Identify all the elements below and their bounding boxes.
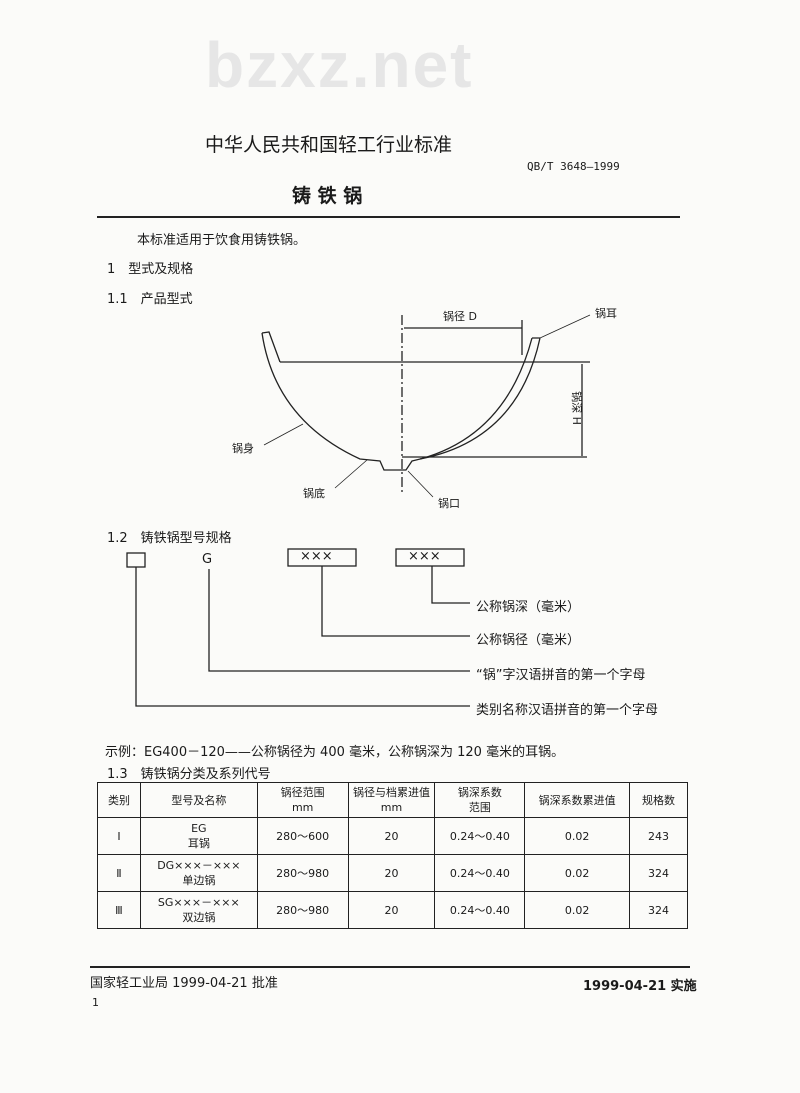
table-cell: 324 (629, 891, 688, 929)
model-code-diagram (126, 548, 470, 707)
label-body: 锅身 (232, 442, 254, 455)
table-cell: 0.02 (524, 817, 631, 855)
section-1-2-heading: 1.2 铸铁锅型号规格 (107, 531, 232, 546)
section-1-1-heading: 1.1 产品型式 (107, 292, 193, 307)
code-letter-g: G (202, 552, 213, 567)
code-depth-box: ××× (408, 549, 441, 564)
column-header: 锅径与档累进值 mm (347, 782, 436, 818)
table-cell: 0.02 (524, 891, 631, 929)
table-cell: 0.24～0.40 (434, 891, 526, 929)
standard-header: 中华人民共和国轻工行业标准 (205, 134, 453, 156)
column-header: 锅径范围 mm (256, 782, 349, 818)
table-cell: Ⅰ (97, 817, 141, 855)
label-bottom: 锅底 (303, 487, 325, 500)
intro-text: 本标准适用于饮食用铸铁锅。 (137, 233, 307, 248)
section-1-3-heading: 1.3 铸铁锅分类及系列代号 (107, 767, 271, 782)
table-cell: 243 (629, 817, 688, 855)
table-cell: 20 (347, 854, 436, 892)
legend-pot-letter: “锅”字汉语拼音的第一个字母 (476, 668, 646, 683)
column-header: 型号及名称 (139, 782, 258, 818)
table-cell: 280～600 (256, 817, 349, 855)
table-cell: Ⅲ (97, 891, 141, 929)
section-1-heading: 1 型式及规格 (107, 262, 194, 277)
page-number: 1 (92, 996, 99, 1009)
label-depth: 锅深 H (569, 391, 583, 425)
table-cell: Ⅱ (97, 854, 141, 892)
watermark: bzxz.net (205, 29, 474, 101)
code-diameter-box: ××× (300, 549, 333, 564)
column-header: 类别 (97, 782, 141, 818)
table-cell: 280～980 (256, 854, 349, 892)
document-title: 铸 铁 锅 (292, 185, 363, 207)
column-header: 锅深系数 范围 (434, 782, 526, 818)
table-cell: DG×××－××× 单边锅 (139, 854, 258, 892)
legend-category-letter: 类别名称汉语拼音的第一个字母 (476, 703, 659, 718)
table-cell: 20 (347, 891, 436, 929)
standard-code: QB/T 3648—1999 (527, 160, 620, 173)
table-cell: SG×××－××× 双边锅 (139, 891, 258, 929)
label-mouth: 锅口 (438, 497, 460, 510)
approval-date: 国家轻工业局 1999-04-21 批准 (90, 976, 278, 991)
table-cell: 20 (347, 817, 436, 855)
implementation-date: 1999-04-21 实施 (583, 979, 697, 994)
example-text: 示例：EG400－120——公称锅径为 400 毫米，公称锅深为 120 毫米的… (105, 745, 565, 760)
table-cell: 0.24～0.40 (434, 817, 526, 855)
column-header: 锅深系数累进值 (524, 782, 631, 818)
table-cell: 0.02 (524, 854, 631, 892)
label-diameter: 锅径 D (443, 310, 477, 323)
table-cell: 0.24～0.40 (434, 854, 526, 892)
column-header: 规格数 (629, 782, 688, 818)
pot-diagram (261, 314, 591, 498)
table-cell: 280～980 (256, 891, 349, 929)
label-ear: 锅耳 (595, 307, 617, 320)
footer-rule (90, 966, 690, 968)
table-cell: EG 耳锅 (139, 817, 258, 855)
legend-depth: 公称锅深（毫米） (476, 600, 581, 615)
header-rule (97, 216, 680, 218)
table-cell: 324 (629, 854, 688, 892)
legend-diameter: 公称锅径（毫米） (476, 633, 581, 648)
